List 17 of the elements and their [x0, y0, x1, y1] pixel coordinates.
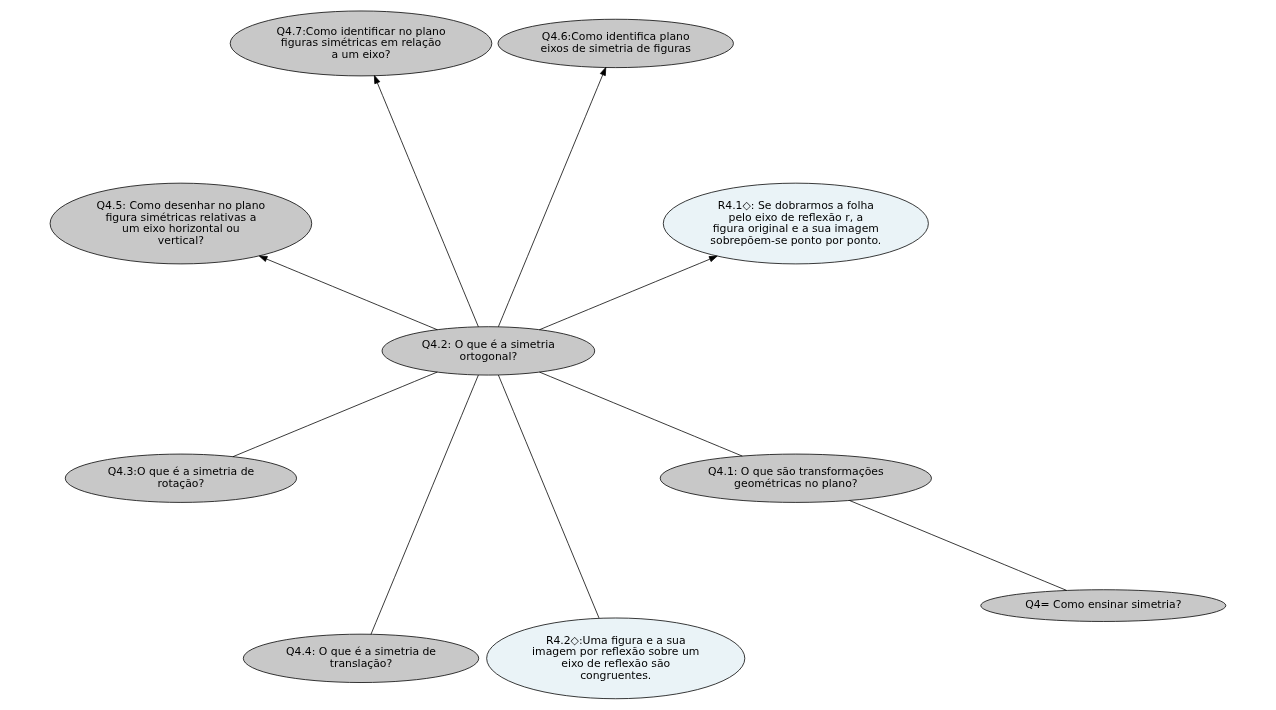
connector	[498, 374, 600, 619]
node-ellipse: Q4.6:Como identifica plano eixos de simetria de figuras	[497, 18, 734, 68]
node-ellipse: Q4.2: O que é a simetria ortogonal?	[381, 326, 596, 376]
connector	[539, 371, 743, 457]
arrow	[498, 67, 607, 328]
node-ellipse: Q4.1: O que são transformações geométricas no plano?	[659, 453, 932, 503]
connector	[849, 500, 1067, 591]
node-ellipse: Q4.3:O que é a simetria de rotação?	[64, 453, 297, 503]
node-ellipse: Q4.7:Como identificar no plano figuras simétricas em relação a um eixo?	[229, 10, 493, 77]
node-ellipse: Q4.4: O que é a simetria de translação?	[242, 633, 480, 683]
arrow	[258, 255, 438, 331]
arrow	[539, 255, 718, 331]
arrow	[373, 75, 479, 328]
node-ellipse: R4.2◇:Uma figura e a sua imagem por reflexão sobre um eixo de reflexão são congruentes.	[486, 617, 746, 700]
connector	[232, 371, 438, 458]
node-ellipse: Q4= Como ensinar simetria?	[980, 589, 1227, 622]
connector	[370, 374, 479, 635]
